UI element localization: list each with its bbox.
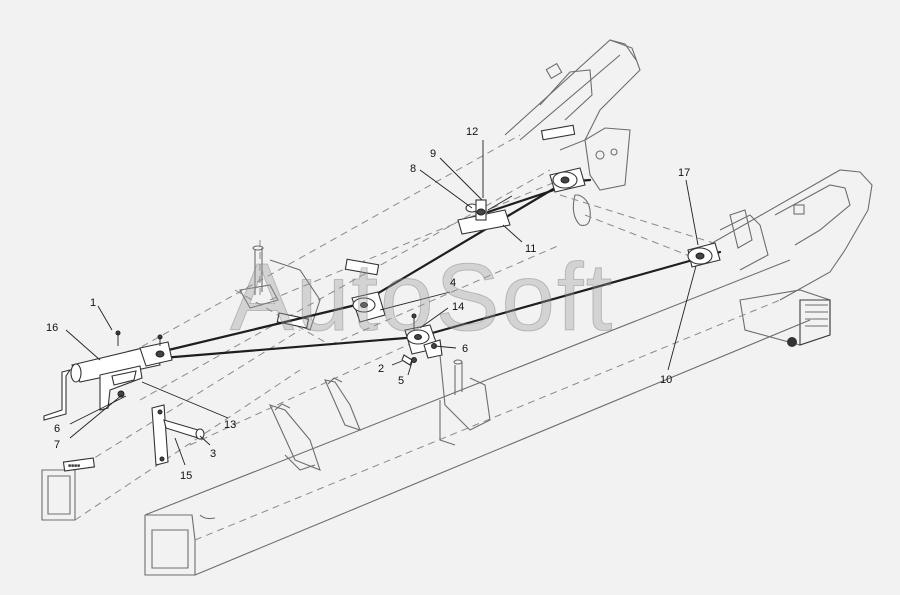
cable-system: [158, 178, 722, 360]
cable-lower: [160, 335, 420, 360]
callout-13: 13: [224, 419, 236, 431]
callout-6-right: 6: [462, 343, 468, 355]
callout-5: 5: [398, 375, 404, 387]
callout-1: 1: [90, 297, 96, 309]
callout-2: 2: [378, 363, 384, 375]
lower-long-beam: [144, 259, 811, 576]
clamp-bracket: [151, 404, 205, 466]
callout-14: 14: [452, 301, 464, 313]
fasteners: [401, 313, 437, 366]
callout-12: 12: [466, 126, 478, 138]
svg-text:■■■■: ■■■■: [68, 463, 80, 469]
callout-4: 4: [450, 277, 456, 289]
upper-frame-rail: [504, 39, 641, 226]
right-frame-rail: [699, 169, 873, 347]
callout-10: 10: [660, 374, 672, 386]
pulley-middle: [351, 291, 386, 323]
tensioner-assembly: [457, 195, 513, 235]
pulley-right: [687, 242, 721, 268]
cable-to-upper-pulley: [358, 180, 567, 306]
winch-assembly: [43, 330, 173, 421]
callout-leaders: [65, 140, 699, 466]
callout-15: 15: [180, 470, 192, 482]
cable-to-right-pulley: [416, 256, 702, 339]
callout-17: 17: [678, 167, 690, 179]
callout-9: 9: [430, 148, 436, 160]
left-side-beam: ■■■■: [41, 329, 301, 521]
cable-to-tensioner: [486, 186, 562, 214]
callout-11: 11: [525, 243, 536, 255]
callout-3: 3: [210, 448, 216, 460]
watermark-text: AutoSoft: [230, 244, 614, 351]
callout-16: 16: [46, 322, 58, 334]
frame-brackets: [239, 124, 576, 471]
cable-upper: [158, 302, 362, 354]
callout-7: 7: [54, 439, 60, 451]
callout-labels: 1 2 3 4 5 6 6 7 8 9 10 11 12 13 14 15 16…: [46, 126, 690, 482]
callout-6-left: 6: [54, 423, 60, 435]
callout-8: 8: [410, 163, 416, 175]
pulley-upper: [549, 167, 586, 193]
